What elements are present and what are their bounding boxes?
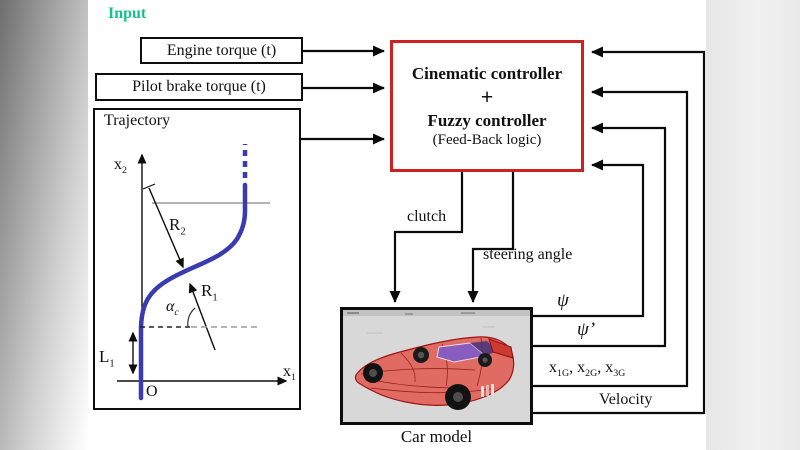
car-rear-wing — [488, 338, 514, 359]
alpha-angle-label: αc — [166, 298, 179, 319]
car-windshield — [436, 342, 488, 363]
car-render — [343, 310, 530, 422]
psi-prime-label: ψ’ — [577, 319, 596, 340]
x-axis-label: x1 — [283, 363, 296, 384]
trajectory-title: Trajectory — [104, 112, 171, 129]
engine-torque-box: Engine torque (t) — [140, 37, 303, 64]
car-tail-slats — [481, 384, 494, 397]
radius1-label: R1 — [201, 281, 218, 304]
fuzzy-controller-label: Fuzzy controller — [427, 110, 547, 130]
feedback-logic-label: (Feed-Back logic) — [432, 131, 542, 148]
psi-label: ψ — [557, 290, 569, 311]
pilot-brake-torque-label: Pilot brake torque (t) — [132, 78, 266, 95]
car-model-box — [340, 307, 533, 425]
state-outputs-label: x1G, x2G, x3G — [549, 359, 626, 380]
arrow-clutch-to-car — [389, 172, 464, 303]
radius2-label: R2 — [169, 215, 186, 238]
arrow-psi-feedback — [533, 159, 645, 318]
plus-sign: + — [480, 83, 494, 109]
controller-box: Cinematic controller + Fuzzy controller … — [390, 40, 584, 172]
left-letterbox-band — [0, 0, 88, 450]
car-viewport-toolbar — [343, 310, 530, 316]
pilot-brake-torque-box: Pilot brake torque (t) — [95, 73, 303, 101]
right-letterbox-band — [706, 0, 800, 450]
clutch-label: clutch — [407, 208, 447, 225]
input-heading: Input — [108, 5, 147, 22]
steering-angle-label: steering angle — [483, 246, 573, 263]
engine-torque-label: Engine torque (t) — [166, 41, 277, 59]
velocity-label: Velocity — [599, 391, 653, 408]
trajectory-box — [93, 108, 301, 410]
car-model-caption: Car model — [400, 427, 473, 446]
car-wheels — [363, 347, 492, 410]
cinematic-controller-label: Cinematic controller — [411, 63, 563, 83]
origin-label: O — [146, 383, 158, 400]
l1-label: L1 — [99, 347, 115, 370]
y-axis-label: x2 — [114, 156, 127, 177]
arrow-steering-to-car — [467, 172, 515, 303]
